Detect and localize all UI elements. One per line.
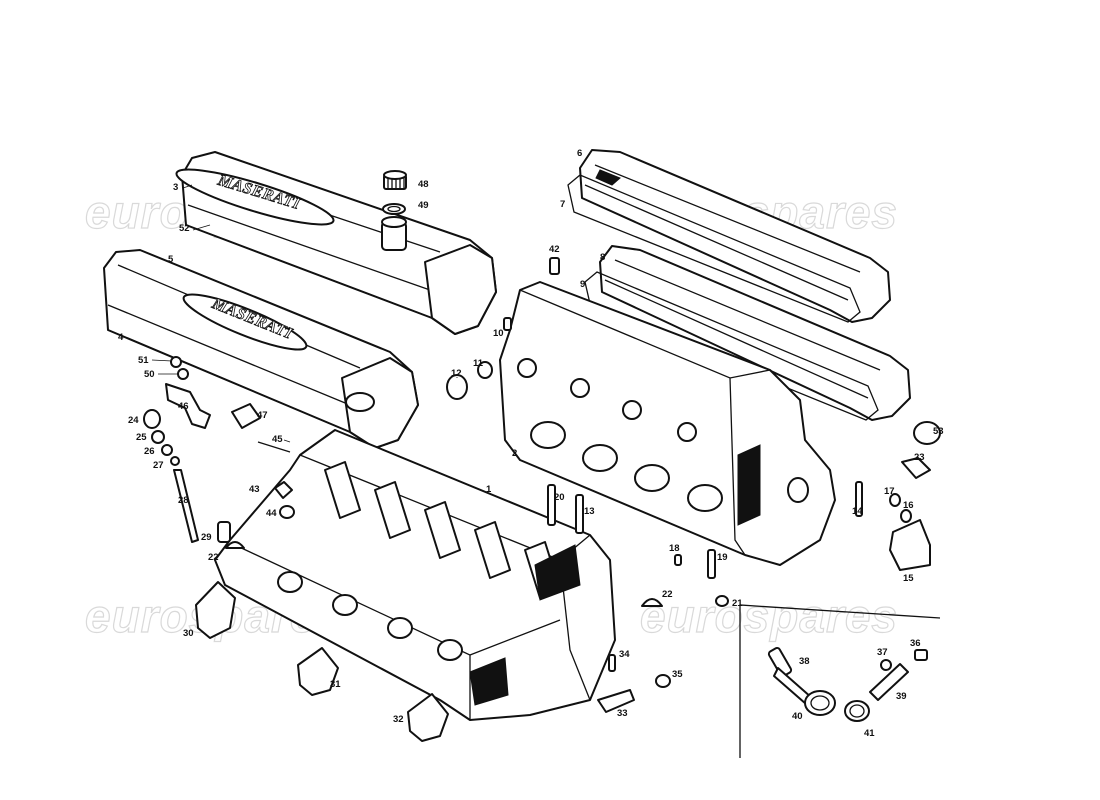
callout-16: 16 (903, 500, 914, 511)
callout-34: 34 (619, 649, 630, 660)
callout-26: 26 (144, 446, 155, 457)
cylinder-head (214, 429, 616, 721)
leader-lines (151, 184, 458, 443)
head-ports-right (517, 358, 697, 442)
callout-18: 18 (669, 543, 680, 554)
inset-box (739, 604, 941, 758)
callout-22-left: 22 (208, 552, 219, 563)
callout-41: 41 (864, 728, 875, 739)
callout-19: 19 (717, 552, 728, 563)
callout-22-right: 22 (662, 589, 673, 600)
callout-51: 51 (138, 355, 149, 366)
callout-17: 17 (884, 486, 895, 497)
cylinder-head-right (499, 281, 836, 566)
callout-47: 47 (257, 410, 268, 421)
callout-labels: 1 2 3 4 5 6 7 8 9 10 11 12 13 14 15 16 1… (118, 148, 944, 739)
callout-8: 8 (600, 252, 605, 263)
callout-38: 38 (799, 656, 810, 667)
callout-43: 43 (249, 484, 260, 495)
callout-2: 2 (512, 448, 517, 459)
callout-50: 50 (144, 369, 155, 380)
oil-filler-cap (382, 170, 407, 215)
callout-31: 31 (330, 679, 341, 690)
callout-49: 49 (418, 200, 429, 211)
callout-53: 53 (933, 426, 944, 437)
callout-10: 10 (493, 328, 504, 339)
callout-11: 11 (473, 358, 484, 369)
callout-46: 46 (178, 401, 189, 412)
callout-48: 48 (418, 179, 429, 190)
camshaft-cover-upper: MASERATI (175, 151, 497, 335)
callout-33: 33 (617, 708, 628, 719)
callout-37: 37 (877, 647, 888, 658)
callout-13: 13 (584, 506, 595, 517)
callout-29: 29 (201, 532, 212, 543)
watermark-bottom-right: eurospares (640, 590, 898, 642)
callout-25: 25 (136, 432, 147, 443)
callout-44: 44 (266, 508, 277, 519)
callout-7: 7 (560, 199, 565, 210)
callout-3: 3 (173, 182, 178, 193)
callout-32: 32 (393, 714, 404, 725)
callout-24: 24 (128, 415, 139, 426)
callout-42: 42 (549, 244, 560, 255)
combustion-chambers (530, 421, 723, 512)
callout-9: 9 (580, 279, 585, 290)
callout-40: 40 (792, 711, 803, 722)
callout-21: 21 (732, 598, 743, 609)
callout-1: 1 (486, 484, 492, 495)
callout-39: 39 (896, 691, 907, 702)
gasket-upper (567, 174, 861, 323)
callout-23: 23 (914, 452, 925, 463)
callout-52: 52 (179, 223, 190, 234)
callout-36: 36 (910, 638, 921, 649)
callout-45: 45 (272, 434, 283, 445)
callout-14: 14 (852, 506, 863, 517)
callout-4: 4 (118, 332, 124, 343)
callout-20: 20 (554, 492, 565, 503)
callout-27: 27 (153, 460, 164, 471)
camshaft-cover-right-upper (579, 149, 891, 323)
head-ports (277, 571, 463, 661)
callout-28: 28 (178, 495, 189, 506)
small-parts (143, 257, 941, 742)
callout-15: 15 (903, 573, 914, 584)
callout-5: 5 (168, 254, 174, 265)
callout-30: 30 (183, 628, 194, 639)
callout-12: 12 (451, 368, 462, 379)
callout-6: 6 (577, 148, 582, 159)
callout-35: 35 (672, 669, 683, 680)
